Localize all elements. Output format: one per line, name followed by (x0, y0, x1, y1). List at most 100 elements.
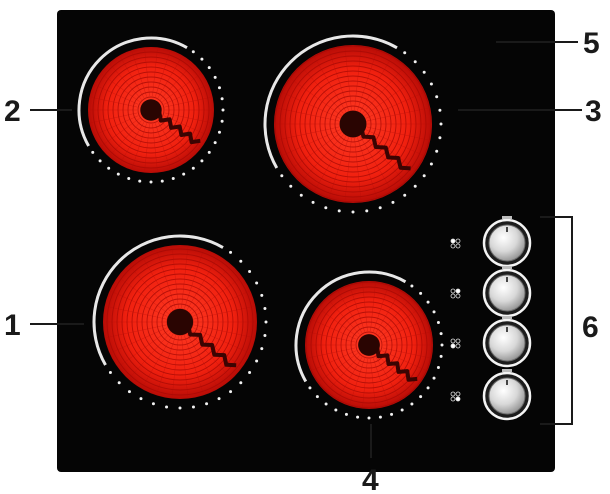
burner-dot (239, 260, 242, 263)
burner-dot (214, 76, 217, 79)
burner-dot (107, 167, 110, 170)
burner-dot (441, 344, 444, 347)
burner-dot (414, 60, 417, 63)
burner-dot (403, 194, 406, 197)
burner-dot (221, 97, 224, 100)
burner-dot (150, 181, 153, 184)
callout-2: 2 (4, 95, 21, 128)
burner-dot (356, 416, 359, 419)
burner-center (358, 334, 380, 356)
burner-dot (308, 386, 311, 389)
burner-dot (345, 413, 348, 416)
burner-dot (260, 347, 263, 350)
burner-dot (338, 209, 341, 212)
callout-5: 5 (583, 27, 600, 60)
indicator-dot (451, 344, 455, 348)
burner-dot (263, 307, 266, 310)
burner-dot (91, 151, 94, 154)
burner-dot (414, 185, 417, 188)
burner-dot (265, 321, 268, 324)
knob-marker (502, 316, 512, 319)
burner-dot (437, 366, 440, 369)
callout-3: 3 (585, 95, 602, 128)
burner-dot (229, 390, 232, 393)
knob-marker (502, 369, 512, 372)
burner-dot (419, 292, 422, 295)
burner-dot (403, 51, 406, 54)
knob-marker (502, 216, 512, 219)
burner-dot (390, 413, 393, 416)
burner-dot (430, 162, 433, 165)
burner-dot (401, 409, 404, 412)
rear-right-burner (265, 36, 443, 214)
burner-dot (289, 185, 292, 188)
burner-dot (255, 281, 258, 284)
burner-dot (218, 86, 221, 89)
knob-marker (502, 266, 512, 269)
burner-dot (427, 386, 430, 389)
burner-dot (427, 301, 430, 304)
burner-dot (214, 141, 217, 144)
burner-dot (423, 71, 426, 74)
burner-dot (172, 177, 175, 180)
burner-dot (255, 360, 258, 363)
burner-dot (433, 310, 436, 313)
burner-dot (352, 211, 355, 214)
burner-dot (200, 58, 203, 61)
burner-dot (208, 151, 211, 154)
burner-dot (324, 206, 327, 209)
burner-dot (368, 417, 371, 420)
burner-center (167, 309, 193, 335)
burner-dot (192, 167, 195, 170)
burner-dot (280, 174, 283, 177)
rear-left-burner (79, 38, 225, 184)
front-right-burner (296, 272, 443, 420)
burner-dot (440, 332, 443, 335)
burner-dot (334, 409, 337, 412)
burner-dot (437, 321, 440, 324)
burner-dot (440, 123, 443, 126)
burner-dot (99, 159, 102, 162)
burner-dot (192, 405, 195, 408)
burner-dot (161, 180, 164, 183)
burner-dot (379, 206, 382, 209)
callout-1: 1 (4, 309, 21, 342)
burner-dot (325, 403, 328, 406)
burner-dot (118, 381, 121, 384)
burner-dot (109, 371, 112, 374)
burner-dot (138, 180, 141, 183)
burner-dot (165, 405, 168, 408)
burner-dot (391, 201, 394, 204)
burner-dot (221, 120, 224, 123)
burner-dot (192, 50, 195, 53)
burner-dot (152, 402, 155, 405)
burner-dot (435, 95, 438, 98)
burner-dot (300, 194, 303, 197)
burner-dot (239, 381, 242, 384)
burner-center (140, 99, 161, 120)
burner-dot (440, 355, 443, 358)
burner-dot (200, 159, 203, 162)
burner-dot (316, 395, 319, 398)
burner-dot (128, 390, 131, 393)
burner-dot (410, 284, 413, 287)
burner-dot (419, 395, 422, 398)
burner-dot (435, 150, 438, 153)
burner-dot (218, 131, 221, 134)
burner-dot (229, 251, 232, 254)
burner-dot (218, 397, 221, 400)
indicator-dot (451, 239, 455, 243)
burner-dot (438, 109, 441, 112)
front-left-burner (94, 236, 267, 409)
burner-dot (248, 371, 251, 374)
burner-dot (182, 173, 185, 176)
burner-dot (423, 174, 426, 177)
burner-dot (205, 402, 208, 405)
burner-dot (263, 334, 266, 337)
burner-dot (139, 397, 142, 400)
burner-dot (430, 83, 433, 86)
burner-dot (179, 407, 182, 410)
burner-dot (260, 294, 263, 297)
burner-center (340, 111, 367, 138)
indicator-dot (456, 397, 460, 401)
